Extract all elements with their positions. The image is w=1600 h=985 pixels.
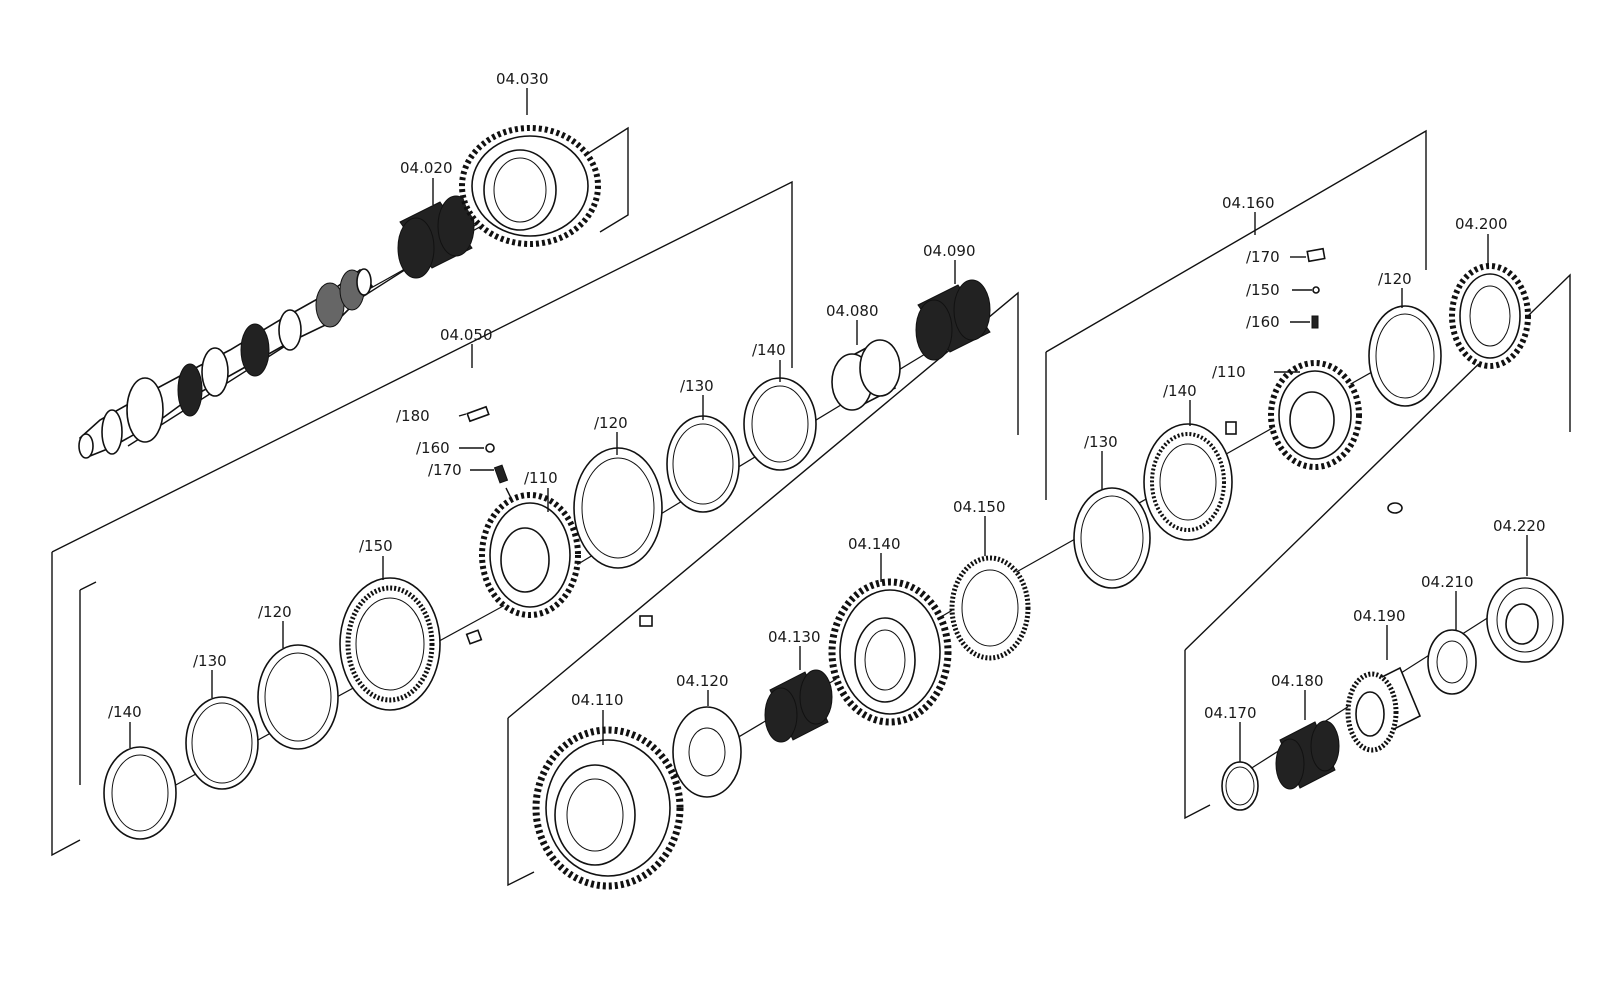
small-parts-left — [458, 405, 513, 501]
part-130-synchro-cone-left — [185, 696, 259, 790]
label-110-right: /110 — [1212, 363, 1246, 381]
label-04050: 04.050 — [440, 326, 493, 344]
part-04080-bushing — [831, 339, 901, 411]
label-04200: 04.200 — [1455, 215, 1508, 233]
main-shaft — [78, 268, 374, 459]
label-04140: 04.140 — [848, 535, 901, 553]
part-04130-needle-bearing — [764, 669, 833, 743]
group-frame-04050 — [51, 180, 793, 857]
part-04020-needle-bearing — [397, 195, 475, 279]
label-170-right: /170 — [1246, 248, 1280, 266]
part-150-shift-sleeve — [339, 577, 441, 711]
label-120-right: /120 — [1378, 270, 1412, 288]
part-04170-circlip — [1221, 761, 1259, 811]
part-labels: 04.030 04.020 04.050 04.080 04.090 04.16… — [108, 70, 1546, 722]
part-140-shift-sleeve-right — [1143, 423, 1233, 541]
label-160-right: /160 — [1246, 313, 1280, 331]
label-120-left: /120 — [258, 603, 292, 621]
label-140-left: /140 — [108, 703, 142, 721]
part-130-synchro-cone-right — [1073, 487, 1151, 589]
part-04110-large-gear — [532, 726, 684, 890]
label-140-middle: /140 — [752, 341, 786, 359]
part-04220-ball-bearing — [1486, 577, 1564, 663]
part-04150-synchro-ring — [949, 555, 1031, 661]
label-04220: 04.220 — [1493, 517, 1546, 535]
label-04110: 04.110 — [571, 691, 624, 709]
group-frame-right — [1184, 273, 1571, 820]
label-170-left: /170 — [428, 461, 462, 479]
label-160-left: /160 — [416, 439, 450, 457]
part-04090-needle-bearing — [915, 279, 991, 361]
part-140-synchro-ring-middle — [743, 377, 817, 471]
group-frame-04160 — [1045, 129, 1427, 500]
part-04120-thrust-washer — [672, 706, 742, 798]
label-04210: 04.210 — [1421, 573, 1474, 591]
label-150-right: /150 — [1246, 281, 1280, 299]
part-130-synchro-cone-middle — [666, 415, 740, 513]
label-04180: 04.180 — [1271, 672, 1324, 690]
part-04030-gear — [459, 125, 601, 247]
label-04120: 04.120 — [676, 672, 729, 690]
part-120-friction-ring-right — [1368, 305, 1442, 407]
part-140-synchro-ring-left — [103, 746, 177, 840]
group-frame-shaft — [127, 126, 629, 447]
label-04160: 04.160 — [1222, 194, 1275, 212]
label-150-left: /150 — [359, 537, 393, 555]
label-04150: 04.150 — [953, 498, 1006, 516]
small-parts-right — [1274, 247, 1326, 373]
label-04020: 04.020 — [400, 159, 453, 177]
label-180-left: /180 — [396, 407, 430, 425]
label-130-left: /130 — [193, 652, 227, 670]
label-04030: 04.030 — [496, 70, 549, 88]
label-120-middle: /120 — [594, 414, 628, 432]
part-04190-helical-pinion — [1345, 666, 1422, 753]
label-110-left: /110 — [524, 469, 558, 487]
label-04170: 04.170 — [1204, 704, 1257, 722]
label-04090: 04.090 — [923, 242, 976, 260]
label-04080: 04.080 — [826, 302, 879, 320]
part-110-synchro-hub-left — [465, 492, 653, 645]
group-frame-04080 — [507, 291, 1019, 887]
part-04210-thrust-washer — [1427, 629, 1477, 695]
label-04130: 04.130 — [768, 628, 821, 646]
part-120-friction-ring-left — [257, 644, 339, 750]
leader-lines — [129, 88, 1528, 762]
part-04140-gear — [828, 578, 952, 726]
label-140-right: /140 — [1163, 382, 1197, 400]
part-120-friction-ring-middle — [573, 447, 663, 569]
label-04190: 04.190 — [1353, 607, 1406, 625]
part-04180-needle-bearing — [1275, 720, 1340, 790]
part-04200-synchro-ring — [1449, 263, 1531, 369]
label-130-right: /130 — [1084, 433, 1118, 451]
label-130-middle: /130 — [680, 377, 714, 395]
part-110-synchro-hub-right — [1225, 360, 1403, 514]
